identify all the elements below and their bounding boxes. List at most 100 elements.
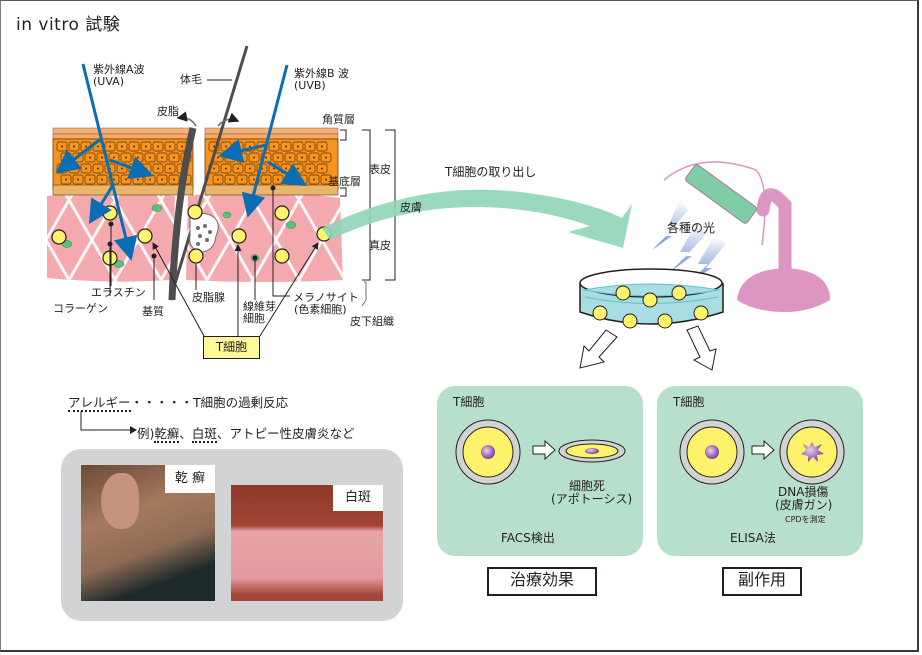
cell-nucleus (61, 145, 63, 148)
stratum-corneum-label: 角質層 (322, 113, 355, 126)
cell-nucleus (217, 156, 219, 159)
uva-sub-label: (UVA) (93, 75, 124, 88)
psoriasis-photo: 乾 癬 (81, 465, 215, 601)
elisa-panel: T細胞 DNA損傷 (皮膚ガン) CPDを測定 ELISA法 (657, 386, 863, 556)
sebaceous-dots (196, 224, 212, 246)
cell-nucleus (157, 167, 159, 170)
fibroblast-label-2: 細胞 (243, 312, 265, 325)
cell-nucleus (121, 145, 123, 148)
cell-nucleus (89, 156, 91, 159)
matrix-label: 基質 (142, 305, 164, 318)
cell-nucleus (113, 178, 115, 181)
allergy-dots: ・・・・・ (130, 395, 194, 410)
cell-nucleus (277, 178, 279, 181)
cell-nucleus (77, 178, 79, 181)
sebum-arrow-left (176, 111, 197, 127)
hair-label: 体毛 (180, 73, 202, 86)
sebum-label: 皮脂 (157, 105, 179, 118)
skin-label: 皮膚 (400, 201, 422, 214)
cell-nucleus (161, 156, 163, 159)
cell-nucleus (149, 156, 151, 159)
cell-nucleus (253, 178, 255, 181)
cell-nucleus (277, 156, 279, 159)
cell-nucleus (85, 145, 87, 148)
down-arrows (579, 325, 717, 371)
cell-nucleus (301, 178, 303, 181)
cell-nucleus (213, 145, 215, 148)
therapeutic-effect-box: 治療効果 (487, 567, 597, 596)
hair-shaft (168, 45, 249, 301)
cell-nucleus (217, 178, 219, 181)
elisa-method: ELISA法 (730, 531, 776, 545)
cell-nucleus (253, 156, 255, 159)
cell-nucleus (109, 145, 111, 148)
cell-nucleus (309, 167, 311, 170)
uvb-arrows (218, 64, 308, 218)
cell-nucleus (161, 178, 163, 181)
uvb-label: 紫外線B 波 (294, 67, 350, 80)
cell-nucleus (125, 178, 127, 181)
cell-nucleus (73, 167, 75, 170)
cell-nucleus (309, 145, 311, 148)
cell-nucleus (325, 178, 327, 181)
cell-nucleus (237, 145, 239, 148)
dna-damage-illustration (679, 419, 845, 485)
uva-label: 紫外線A波 (93, 63, 145, 76)
cell-nucleus (145, 145, 147, 148)
example-sep: 、 (179, 426, 192, 441)
cell-nucleus (321, 167, 323, 170)
cell-nucleus (89, 178, 91, 181)
photo-panel: 乾 癬 白斑 (61, 449, 403, 621)
cell-nucleus (145, 167, 147, 170)
cell-nucleus (289, 156, 291, 159)
sebaceous-gland-label: 皮脂腺 (192, 291, 225, 304)
cell-nucleus (173, 178, 175, 181)
cell-nucleus (133, 145, 135, 148)
collagen-label: コラーゲン (53, 302, 108, 315)
cell-nucleus (285, 167, 287, 170)
cell-nucleus (65, 156, 67, 159)
cell-nucleus (229, 156, 231, 159)
cell-nucleus (125, 156, 127, 159)
cell-nucleus (313, 156, 315, 159)
dna-damage-label: DNA損傷 (778, 485, 829, 499)
cell-nucleus (265, 178, 267, 181)
cell-nucleus (169, 167, 171, 170)
cell-nucleus (229, 178, 231, 181)
allergy-example-line: 例)乾癬、白斑、アトピー性皮膚炎など (137, 423, 354, 443)
cell-nucleus (265, 156, 267, 159)
vitiligo-photo: 白斑 (231, 485, 383, 601)
cell-nucleus (249, 167, 251, 170)
cell-nucleus (225, 167, 227, 170)
epidermis-label: 表皮 (369, 163, 391, 176)
cell-nucleus (149, 178, 151, 181)
cell-nucleus (157, 145, 159, 148)
light-label: 各種の光 (667, 221, 716, 235)
sebum-arrow-right (217, 112, 240, 127)
side-effect-box: 副作用 (722, 567, 802, 596)
page-title: in vitro 試験 (16, 15, 121, 35)
example-vitiligo: 白斑 (191, 426, 217, 443)
cell-nucleus (97, 167, 99, 170)
melanocyte-sub-label: (色素細胞) (294, 303, 347, 316)
allergy-definition: T細胞の過剰反応 (193, 395, 289, 410)
apoptosis-label-1: 細胞死 (569, 479, 606, 493)
lamp (663, 161, 830, 312)
cell-nucleus (301, 156, 303, 159)
light-bolts (652, 200, 726, 282)
ear-shape (101, 473, 139, 529)
uva-arrows (55, 63, 154, 261)
cell-nucleus (181, 145, 183, 148)
cell-nucleus (85, 167, 87, 170)
melanocyte-label: メラノサイト (293, 291, 359, 304)
cell-nucleus (65, 178, 67, 181)
extraction-arrow (322, 189, 632, 248)
vitiligo-tag: 白斑 (333, 485, 383, 511)
fibroblast-cells (61, 204, 297, 268)
cell-nucleus (169, 145, 171, 148)
subcutaneous-label: 皮下組織 (350, 315, 394, 328)
cell-nucleus (73, 145, 75, 148)
cell-nucleus (297, 167, 299, 170)
